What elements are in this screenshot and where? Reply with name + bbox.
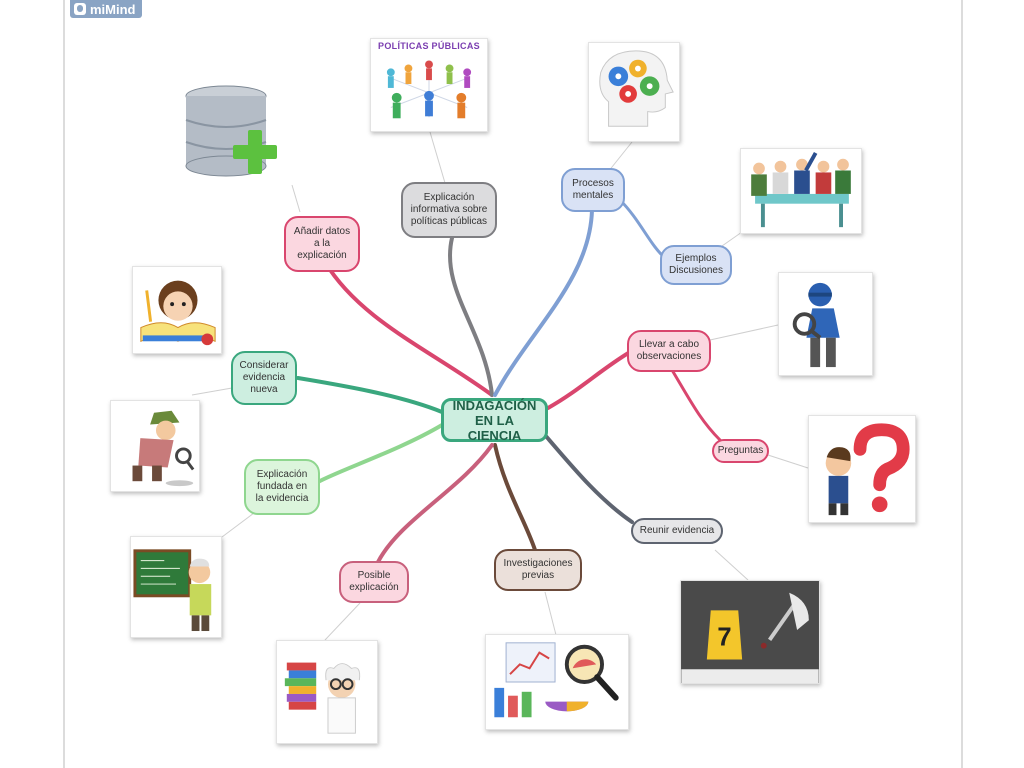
brand-label: miMind (90, 1, 136, 17)
image-inspector-magnifier[interactable] (778, 272, 873, 376)
scientist-icon (284, 662, 361, 734)
connector-anadir-image (291, 184, 301, 213)
branch-considerar (296, 376, 444, 414)
branch-procesos (493, 208, 594, 397)
right-border (961, 0, 963, 768)
node-preguntas[interactable]: Preguntas (712, 439, 769, 463)
node-investigaciones-previas[interactable]: Investigaciones previas (494, 549, 582, 591)
connector-politicas-image (429, 131, 446, 184)
inspector-icon (792, 282, 840, 368)
node-ejemplos-discusiones[interactable]: Ejemplos Discusiones (660, 245, 732, 285)
branch-explicacion-info (448, 236, 494, 397)
charts-analysis-icon (494, 642, 619, 718)
center-node[interactable]: INDAGACIÓN EN LA CIENCIA (441, 398, 548, 443)
head-gears-icon (599, 50, 674, 127)
question-mark-icon (825, 423, 910, 516)
node-llevar-observaciones[interactable]: Llevar a cabo observaciones (627, 330, 711, 372)
image-database-add[interactable] (178, 78, 286, 186)
image-question-person[interactable] (808, 415, 916, 523)
connector-reunir-image (714, 549, 749, 581)
connector-procesos-image (607, 141, 633, 173)
image-charts-magnifier[interactable] (485, 634, 629, 730)
connector-investigaciones-image (544, 591, 557, 636)
image-politicas-publicas[interactable]: POLÍTICAS PÚBLICAS (370, 38, 488, 132)
node-posible-explicacion[interactable]: Posible explicación (339, 561, 409, 603)
app-brand[interactable]: miMind (70, 0, 142, 18)
left-border (63, 0, 65, 768)
mimind-logo-icon (74, 3, 86, 15)
image-scientist-books[interactable] (276, 640, 378, 744)
branch-procesos-ejemplos (618, 198, 667, 260)
image-meeting-discussion[interactable] (740, 148, 862, 234)
detective-icon (132, 410, 195, 487)
branch-posible (376, 443, 494, 564)
branch-llevar (546, 350, 632, 410)
image-teacher-blackboard[interactable] (130, 536, 222, 638)
node-anadir-datos[interactable]: Añadir datos a la explicación (284, 216, 360, 272)
node-reunir-evidencia[interactable]: Reunir evidencia (631, 518, 723, 544)
connector-ejemplos-image (721, 231, 743, 247)
node-procesos-mentales[interactable]: Procesos mentales (561, 168, 625, 212)
node-considerar-evidencia[interactable]: Considerar evidencia nueva (231, 351, 297, 405)
people-network-icon (386, 60, 472, 119)
branch-investigaciones (493, 443, 537, 552)
connector-preguntas-image (767, 454, 809, 469)
node-explicacion-informativa[interactable]: Explicación informativa sobre políticas … (401, 182, 497, 238)
image-girl-reading[interactable] (132, 266, 222, 354)
image-detective-search[interactable] (110, 400, 200, 492)
branch-anadir (323, 260, 494, 397)
branch-fundada (316, 423, 444, 484)
branch-reunir (543, 433, 634, 524)
teacher-blackboard-icon (133, 549, 212, 632)
image-head-gears[interactable] (588, 42, 680, 142)
meeting-icon (751, 151, 851, 228)
evidence-marker-icon: 7 (681, 581, 819, 683)
girl-reading-icon (140, 280, 216, 346)
branch-llevar-preguntas (670, 368, 722, 442)
node-explicacion-fundada[interactable]: Explicación fundada en la evidencia (244, 459, 320, 515)
connector-fundada-image (221, 509, 259, 538)
connector-posible-image (324, 602, 361, 641)
connector-llevar-image (709, 324, 779, 341)
image-evidence-marker[interactable]: 7 (680, 580, 820, 684)
evidence-number: 7 (717, 624, 731, 652)
politicas-title: POLÍTICAS PÚBLICAS (378, 41, 480, 51)
database-add-icon (185, 85, 277, 177)
connector-considerar-image (191, 387, 233, 396)
